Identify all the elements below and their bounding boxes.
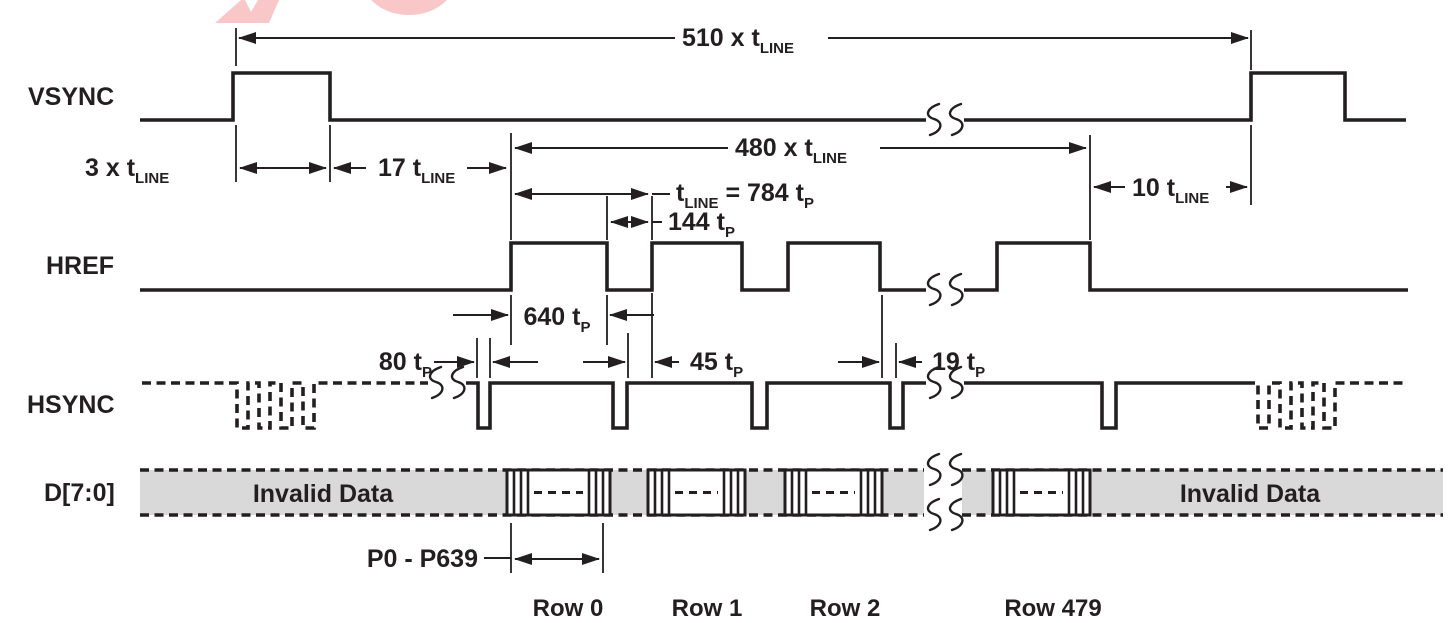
row-label-479: Row 479 [1004, 595, 1101, 622]
invalid-data-label-left: Invalid Data [253, 480, 394, 508]
row-label-0: Row 0 [533, 595, 604, 622]
dim-hsync-to-href: 45 tP [583, 293, 743, 381]
vsync-label: VSYNC [28, 83, 114, 111]
break-squiggle [948, 452, 964, 487]
hsync-label: HSYNC [27, 391, 115, 419]
dim-vsync-pulse: 3 x tLINE [85, 125, 331, 187]
vsync-waveform [140, 71, 926, 122]
hsync-row: HSYNC [27, 365, 1406, 430]
break-squiggle [428, 365, 444, 400]
dim-href-low: 144 tP [606, 196, 735, 241]
hsync-waveform-dashed-right [1246, 381, 1406, 430]
break-squiggle [926, 272, 942, 307]
dim-href-to-vsync-label: 10 tLINE [1132, 174, 1209, 207]
break-squiggle [948, 497, 964, 532]
data-bus-label: D[7:0] [44, 479, 115, 507]
dim-href-high-label: 640 tP [524, 303, 591, 336]
dim-href-to-hsync: 19 tP [838, 295, 985, 381]
row-labels: Row 0 Row 1 Row 2 Row 479 [533, 595, 1102, 622]
pixel-burst-row479 [991, 468, 1092, 517]
href-row: HREF [46, 241, 1408, 307]
dim-line-period: tLINE = 784 tP [514, 179, 814, 212]
pixel-burst-row0 [505, 468, 612, 517]
href-waveform [140, 241, 926, 292]
break-squiggle [926, 102, 942, 137]
pixel-burst-row2 [783, 468, 884, 517]
watermark-logo [215, 0, 447, 23]
hsync-waveform [964, 381, 1246, 430]
dim-hsync-to-href-label: 45 tP [690, 348, 743, 381]
row-label-2: Row 2 [810, 595, 881, 622]
break-squiggle [450, 365, 466, 400]
dim-href-low-label: 144 tP [668, 208, 735, 241]
href-waveform [964, 241, 1408, 292]
watermark-triangle [215, 0, 279, 23]
dim-href-to-vsync: 10 tLINE [1093, 125, 1252, 207]
dim-active-frame-label: 480 x tLINE [735, 134, 847, 167]
break-squiggle [948, 272, 964, 307]
watermark-circle [371, 0, 447, 15]
vsync-row: VSYNC [28, 71, 1406, 137]
dim-href-high: 640 tP [453, 295, 654, 345]
dim-hsync-pulse-label: 80 tP [379, 348, 432, 381]
dim-href-to-hsync-label: 19 tP [932, 348, 985, 381]
invalid-data-label-right: Invalid Data [1180, 480, 1321, 508]
hsync-waveform-dashed-left [142, 381, 428, 430]
vsync-waveform [964, 71, 1406, 122]
dim-vsync-to-href-label: 17 tLINE [378, 154, 455, 187]
href-label: HREF [46, 252, 114, 280]
dim-total-frame: 510 x tLINE [235, 24, 1252, 70]
pixel-range-label: P0 - P639 [367, 545, 478, 573]
dim-active-frame: 480 x tLINE [510, 133, 1091, 240]
data-bus-row: D[7:0] Invalid Data Invalid Data [44, 452, 1443, 532]
dim-total-frame-label: 510 x tLINE [682, 24, 794, 57]
dim-vsync-to-href: 17 tLINE [333, 154, 507, 187]
break-squiggle [926, 497, 942, 532]
break-squiggle [948, 102, 964, 137]
dim-vsync-pulse-label: 3 x tLINE [85, 154, 169, 187]
pixel-burst-row1 [646, 468, 747, 517]
hsync-waveform [466, 381, 926, 430]
break-squiggle [926, 452, 942, 487]
dim-line-period-label: tLINE = 784 tP [676, 179, 814, 212]
dim-pixel-range: P0 - P639 [367, 523, 604, 573]
dim-hsync-pulse: 80 tP [379, 338, 538, 381]
row-label-1: Row 1 [672, 595, 743, 622]
